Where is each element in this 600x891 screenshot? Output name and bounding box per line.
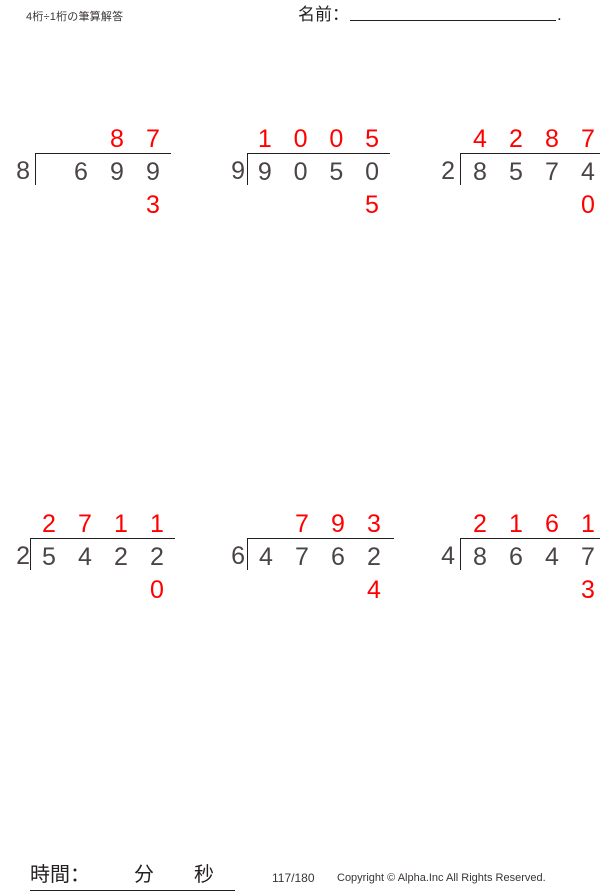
dividend-digit: 9 xyxy=(146,158,160,186)
quotient-digit: 8 xyxy=(545,125,559,153)
division-problem-3: 2 4 2 8 7 8 5 7 4 0 xyxy=(425,60,600,218)
dividend-digit: 8 xyxy=(473,543,487,571)
remainder-digit: 0 xyxy=(150,576,164,604)
dividend-digit: 0 xyxy=(365,158,380,186)
division-problem-2: 9 1 0 0 5 9 0 5 0 5 xyxy=(215,60,415,218)
remainder-4: 0 xyxy=(30,577,175,603)
dividend-digit: 2 xyxy=(367,543,381,571)
division-problem-4: 2 2 7 1 1 5 4 2 2 0 xyxy=(0,445,200,603)
quotient-digit: 7 xyxy=(581,125,595,153)
quotient-digit: 1 xyxy=(257,125,272,153)
divisor-4: 2 xyxy=(16,542,30,570)
dividend-digit: 5 xyxy=(509,158,523,186)
division-bracket-5 xyxy=(247,538,394,570)
dividend-1: 6 9 9 xyxy=(35,159,171,185)
divisor-6: 4 xyxy=(441,542,455,570)
quotient-digit: 2 xyxy=(473,510,487,538)
dividend-digit: 7 xyxy=(295,543,309,571)
copyright-notice: Copyright © Alpha.Inc All Rights Reserve… xyxy=(337,872,546,884)
dividend-digit: 2 xyxy=(150,543,164,571)
divisor-5: 6 xyxy=(231,542,245,570)
quotient-digit: 4 xyxy=(473,125,487,153)
division-bracket-3 xyxy=(460,153,600,185)
division-bracket-1 xyxy=(35,153,171,185)
quotient-digit: 6 xyxy=(545,510,559,538)
time-minute-unit: 分 xyxy=(134,864,154,886)
quotient-digit: 1 xyxy=(509,510,523,538)
quotient-6: 2 1 6 1 xyxy=(460,511,600,537)
division-problem-6: 4 2 1 6 1 8 6 4 7 3 xyxy=(425,445,600,603)
quotient-digit: 5 xyxy=(365,125,380,153)
quotient-4: 2 7 1 1 xyxy=(30,511,175,537)
dividend-digit: 2 xyxy=(114,543,128,571)
quotient-2: 1 0 0 5 xyxy=(247,126,390,152)
quotient-digit: 9 xyxy=(331,510,345,538)
dividend-digit: 9 xyxy=(257,158,272,186)
quotient-5: 7 9 3 xyxy=(247,511,392,537)
remainder-1: 3 xyxy=(35,192,171,218)
problem-row-bottom: 2 2 7 1 1 5 4 2 2 0 6 7 9 3 4 7 6 2 xyxy=(0,445,600,603)
dividend-digit: 4 xyxy=(581,158,595,186)
quotient-digit: 7 xyxy=(295,510,309,538)
dividend-2: 9 0 5 0 xyxy=(247,159,390,185)
divisor-3: 2 xyxy=(441,157,455,185)
dividend-6: 8 6 4 7 xyxy=(460,544,600,570)
dividend-digit: 6 xyxy=(509,543,523,571)
quotient-digit: 0 xyxy=(293,125,308,153)
problem-row-top: 8 8 7 6 9 9 3 9 1 0 0 5 9 0 5 0 xyxy=(0,60,600,218)
dividend-digit: 0 xyxy=(293,158,308,186)
quotient-digit: 1 xyxy=(150,510,164,538)
dividend-digit: 5 xyxy=(329,158,344,186)
divisor-1: 8 xyxy=(16,157,30,185)
dividend-digit: 7 xyxy=(545,158,559,186)
remainder-digit: 0 xyxy=(581,191,595,219)
quotient-digit: 8 xyxy=(110,125,124,153)
page-number: 117/180 xyxy=(272,871,315,885)
quotient-digit: 3 xyxy=(367,510,381,538)
remainder-5: 4 xyxy=(247,577,392,603)
quotient-digit: 7 xyxy=(78,510,92,538)
dividend-digit: 7 xyxy=(581,543,595,571)
quotient-digit: 2 xyxy=(509,125,523,153)
division-bracket-2 xyxy=(247,153,390,185)
quotient-3: 4 2 8 7 xyxy=(460,126,600,152)
remainder-3: 0 xyxy=(460,192,600,218)
divisor-2: 9 xyxy=(231,157,245,185)
division-bracket-4 xyxy=(30,538,175,570)
remainder-digit: 3 xyxy=(581,576,595,604)
name-trailing-period: . xyxy=(557,5,562,24)
time-label: 時間： xyxy=(30,864,90,886)
quotient-digit: 1 xyxy=(581,510,595,538)
division-problem-1: 8 8 7 6 9 9 3 xyxy=(0,60,200,218)
quotient-1: 8 7 xyxy=(35,126,171,152)
dividend-digit: 5 xyxy=(42,543,56,571)
dividend-5: 4 7 6 2 xyxy=(247,544,392,570)
remainder-2: 5 xyxy=(247,192,390,218)
dividend-digit: 4 xyxy=(78,543,92,571)
remainder-digit: 5 xyxy=(365,191,379,219)
time-field-group[interactable]: 時間： 分 秒 xyxy=(30,858,235,891)
remainder-digit: 3 xyxy=(146,191,160,219)
remainder-6: 3 xyxy=(460,577,600,603)
quotient-digit: 1 xyxy=(114,510,128,538)
quotient-digit: 7 xyxy=(146,125,160,153)
division-bracket-6 xyxy=(460,538,600,570)
name-label: 名前： xyxy=(298,5,349,24)
dividend-digit: 4 xyxy=(545,543,559,571)
time-second-unit: 秒 xyxy=(194,864,214,886)
dividend-digit: 8 xyxy=(473,158,487,186)
name-input-line[interactable] xyxy=(350,20,556,21)
dividend-4: 5 4 2 2 xyxy=(30,544,175,570)
quotient-digit: 0 xyxy=(329,125,344,153)
quotient-digit: 2 xyxy=(42,510,56,538)
name-field-group: 名前： . xyxy=(298,6,562,23)
dividend-digit: 6 xyxy=(331,543,345,571)
dividend-digit: 4 xyxy=(259,543,273,571)
dividend-3: 8 5 7 4 xyxy=(460,159,600,185)
dividend-digit: 9 xyxy=(110,158,124,186)
remainder-digit: 4 xyxy=(367,576,381,604)
page-title: 4桁÷1桁の筆算解答 xyxy=(26,11,124,23)
dividend-digit: 6 xyxy=(74,158,88,186)
division-problem-5: 6 7 9 3 4 7 6 2 4 xyxy=(215,445,415,603)
